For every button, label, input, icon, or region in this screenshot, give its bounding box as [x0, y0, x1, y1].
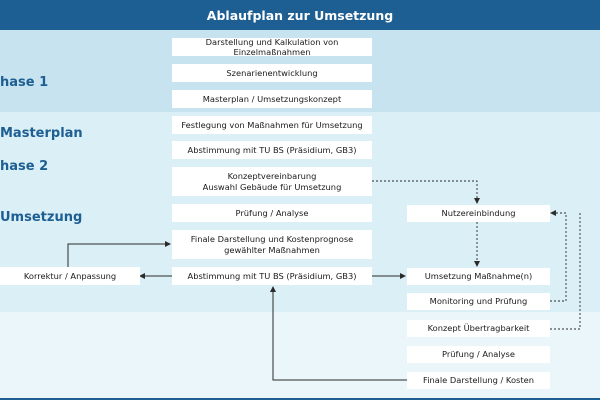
- phase-1-label: hase 1 Masterplan: [0, 40, 83, 159]
- box-abstimmung-1: Abstimmung mit TU BS (Präsidium, GB3): [172, 141, 372, 159]
- dashed-monitoring-to-nutzer: [550, 210, 567, 302]
- box-konzeptvereinbarung: Konzeptvereinbarung Auswahl Gebäude für …: [172, 167, 372, 196]
- box-festlegung: Festlegung von Maßnahmen für Umsetzung: [172, 116, 372, 134]
- box-abstimmung-2: Abstimmung mit TU BS (Präsidium, GB3): [172, 267, 372, 285]
- bottom-line: [0, 398, 600, 400]
- box-finale-darstellung-2: Finale Darstellung / Kosten: [407, 372, 550, 389]
- box-finale-darstellung-1: Finale Darstellung und Kostenprognose ge…: [172, 230, 372, 259]
- box-szenarienentwicklung: Szenarienentwicklung: [172, 64, 372, 82]
- dashed-uebertragbarkeit-to-nutzer: [550, 213, 581, 330]
- box-korrektur: Korrektur / Anpassung: [0, 267, 140, 285]
- phase-1-name: Masterplan: [0, 126, 83, 141]
- box-pruefung-1: Prüfung / Analyse: [172, 204, 372, 222]
- box-masterplan: Masterplan / Umsetzungskonzept: [172, 90, 372, 108]
- box-nutzereinbindung: Nutzereinbindung: [407, 205, 550, 222]
- phase-2-name: Umsetzung: [0, 210, 83, 225]
- arrow-korrektur-to-finale: [67, 241, 171, 267]
- arrow-finale2-to-abstimmung: [270, 286, 407, 381]
- box-umsetzung-massnahme: Umsetzung Maßnahme(n): [407, 268, 550, 285]
- phase-1-number: hase 1: [0, 75, 49, 90]
- dashed-konzept-to-nutzer: [372, 180, 480, 204]
- box-uebertragbarkeit: Konzept Übertragbarkeit: [407, 320, 550, 337]
- diagram-title: Ablaufplan zur Umsetzung: [0, 0, 600, 30]
- box-pruefung-2: Prüfung / Analyse: [407, 346, 550, 363]
- box-monitoring: Monitoring und Prüfung: [407, 293, 550, 310]
- phase-2-label: hase 2 Umsetzung: [0, 124, 82, 243]
- box-darstellung-kalkulation: Darstellung und Kalkulation von Einzelma…: [172, 37, 372, 57]
- phase-2-number: hase 2: [0, 159, 49, 174]
